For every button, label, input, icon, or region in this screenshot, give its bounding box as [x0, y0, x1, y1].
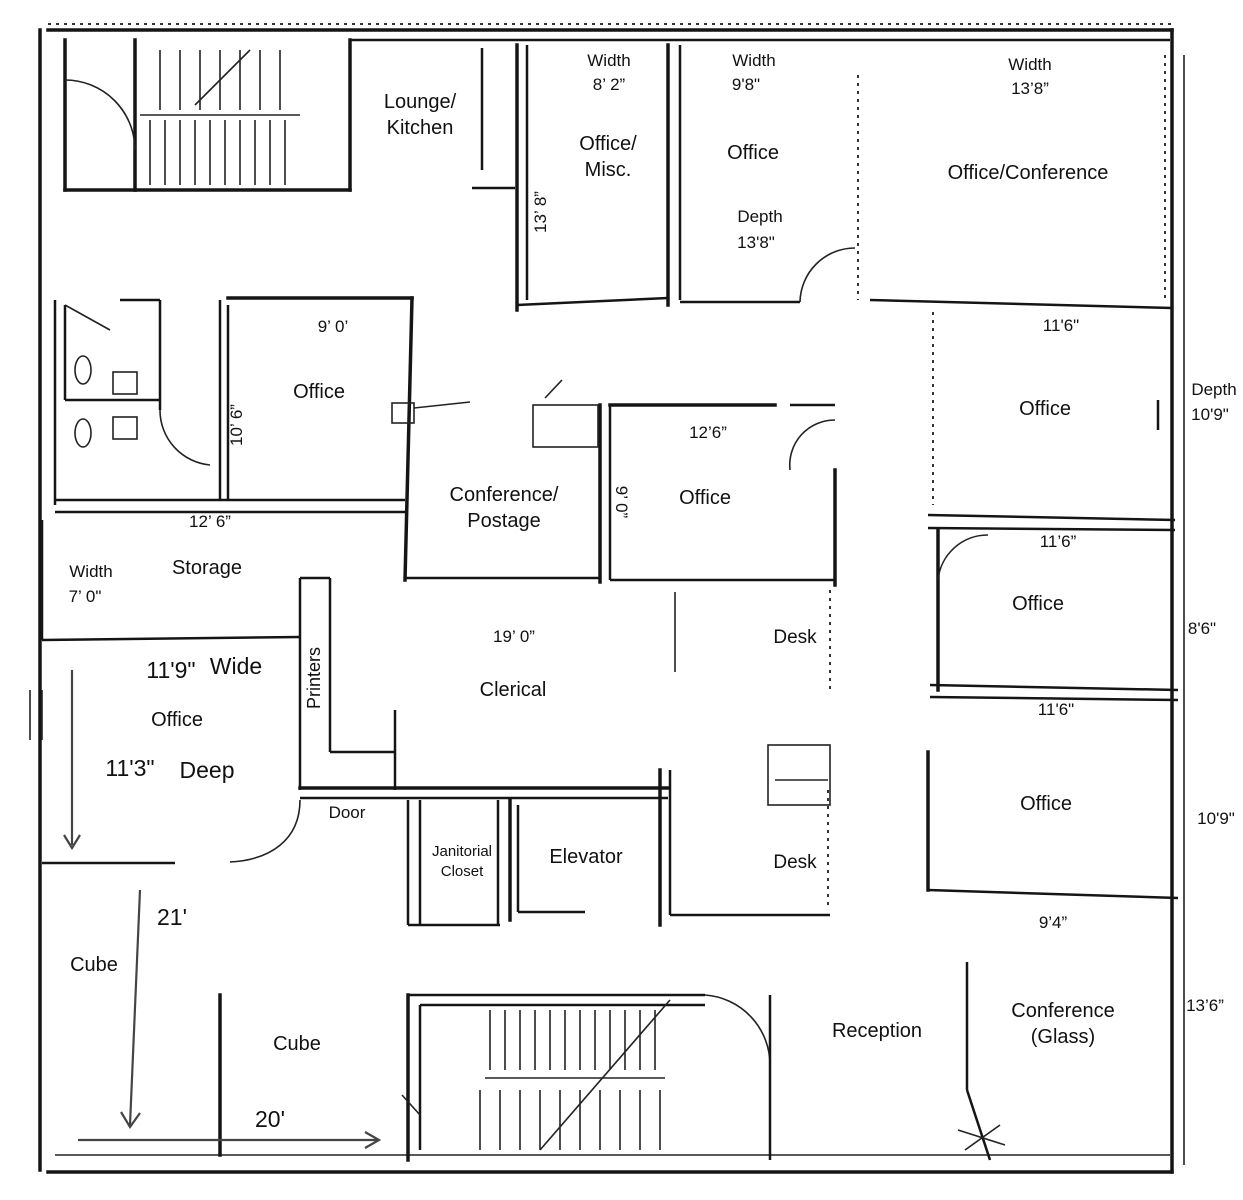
office-conf-label: Office/Conference — [948, 162, 1109, 184]
storage-width-dim: 12’ 6” — [189, 512, 231, 531]
office-misc-label-1: Office/ — [579, 133, 637, 155]
conf-glass-depth: 13’6” — [1186, 996, 1224, 1015]
office-top-label: Office — [727, 142, 779, 164]
office-top-depth-label: Depth — [737, 207, 782, 226]
lower-walls — [218, 962, 1006, 1161]
office-center-width: 12’6” — [689, 423, 727, 442]
conference-postage-label-1: Conference/ — [450, 484, 559, 506]
elevator-label: Elevator — [549, 846, 623, 868]
desk-lower-label: Desk — [773, 852, 817, 873]
dimension-arrows — [63, 670, 382, 1149]
office-sw-wide-label: Wide — [210, 653, 262, 679]
conference-glass-label-2: (Glass) — [1031, 1026, 1095, 1048]
printers-office-sw-walls — [29, 576, 670, 865]
office-sw-label: Office — [151, 709, 203, 731]
conf-glass-width: 9’4” — [1039, 913, 1068, 932]
right-office-1-depth-label: Depth — [1191, 380, 1236, 399]
right-office-3-width: 11'6" — [1038, 700, 1074, 719]
cube-right-label: Cube — [273, 1033, 321, 1055]
office-center-depth: 9’ 0” — [612, 486, 631, 519]
printers-label: Printers — [304, 647, 324, 709]
stair-bottom — [401, 993, 772, 1162]
right-office-3-depth: 10'9" — [1197, 809, 1235, 828]
office-misc-width-label: Width — [587, 51, 630, 70]
room-labels: Lounge/ Kitchen Width 8’ 2” Office/ Misc… — [69, 51, 1237, 1132]
office-conf-width-label: Width — [1008, 55, 1051, 74]
top-row-walls — [472, 43, 1173, 312]
reception-label: Reception — [832, 1020, 922, 1042]
office-misc-width: 8’ 2” — [593, 75, 626, 94]
right-office-3-label: Office — [1020, 793, 1072, 815]
right-office-2-depth: 8'6" — [1188, 619, 1216, 638]
center-walls — [405, 379, 837, 690]
right-office-1-depth: 10'9" — [1191, 405, 1229, 424]
office-left-walls — [55, 296, 471, 582]
dim-20: 20' — [255, 1106, 285, 1132]
office-top-width-label: Width — [732, 51, 775, 70]
dim-21: 21' — [157, 904, 187, 930]
desk-upper-label: Desk — [773, 627, 817, 648]
right-offices-walls — [926, 312, 1179, 900]
office-conf-width: 13’8” — [1011, 79, 1049, 98]
right-office-2-width: 11’6” — [1040, 532, 1077, 551]
outer-walls — [38, 23, 1185, 1174]
lounge-label-2: Kitchen — [387, 117, 454, 139]
clerical-label: Clerical — [480, 679, 547, 701]
office-top-depth: 13'8" — [737, 233, 775, 252]
cube-left-label: Cube — [70, 954, 118, 976]
core-walls — [406, 744, 831, 927]
office-left-depth: 10’ 6” — [227, 404, 246, 446]
storage-label: Storage — [172, 557, 242, 579]
door-label: Door — [329, 803, 366, 822]
conference-postage-label-2: Postage — [467, 510, 540, 532]
office-left-label: Office — [293, 381, 345, 403]
right-office-2-label: Office — [1012, 593, 1064, 615]
storage-width-label: Width — [69, 562, 112, 581]
office-sw-deep-label: Deep — [180, 757, 235, 783]
storage-width: 7’ 0" — [69, 587, 102, 606]
conference-glass-label-1: Conference — [1011, 1000, 1114, 1022]
office-sw-deep-value: 11'3" — [105, 755, 154, 781]
office-sw-wide-value: 11'9" — [146, 657, 195, 683]
office-left-width: 9’ 0’ — [318, 317, 349, 336]
clerical-dim: 19’ 0” — [493, 627, 535, 646]
restroom-block — [53, 298, 222, 505]
office-misc-label-2: Misc. — [585, 159, 632, 181]
janitorial-label-2: Closet — [441, 863, 484, 880]
right-office-1-label: Office — [1019, 398, 1071, 420]
stair-top-left — [63, 38, 352, 192]
janitorial-label-1: Janitorial — [432, 843, 492, 860]
storage-walls — [40, 520, 301, 642]
office-top-width: 9'8" — [732, 75, 760, 94]
office-center-label: Office — [679, 487, 731, 509]
right-office-1-width: 11'6" — [1043, 316, 1079, 335]
office-misc-depth: 13’ 8” — [531, 191, 550, 233]
lounge-label-1: Lounge/ — [384, 91, 457, 113]
